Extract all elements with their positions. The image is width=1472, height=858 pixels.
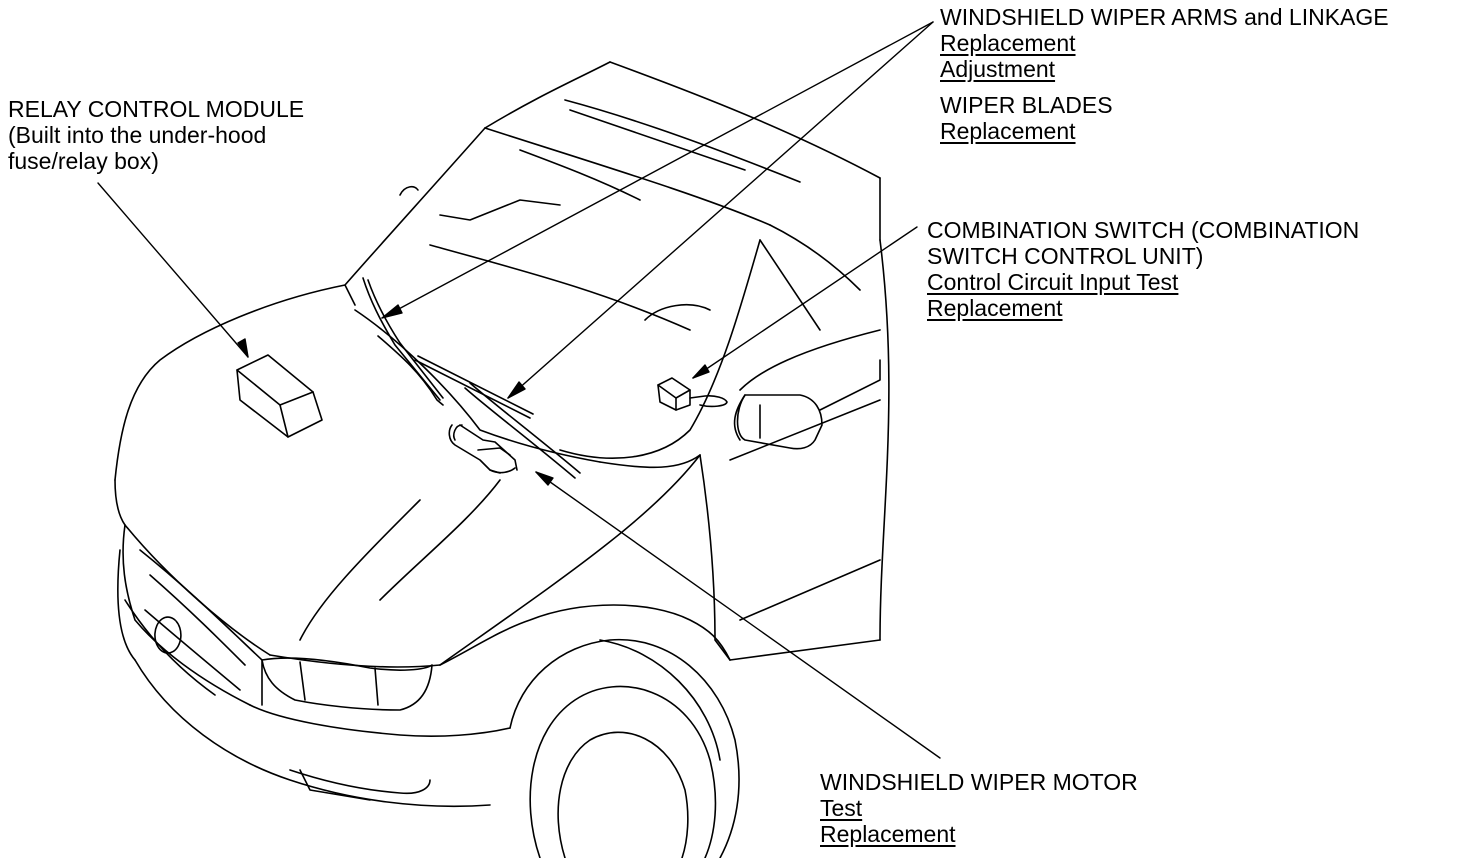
wiper-blades-title: WIPER BLADES [940, 92, 1113, 118]
leader-lines [97, 21, 941, 759]
callout-combination-switch: COMBINATION SWITCH (COMBINATION SWITCH C… [927, 217, 1359, 321]
callout-wiper-motor: WINDSHIELD WIPER MOTOR Test Replacement [820, 769, 1138, 847]
hood [114, 284, 701, 668]
relay-title-line-1: RELAY CONTROL MODULE [8, 96, 305, 122]
windshield [344, 127, 761, 459]
wiper-arms [362, 277, 581, 479]
wiper-arms-adjustment-link[interactable]: Adjustment [940, 56, 1056, 82]
callout-relay-control-module: RELAY CONTROL MODULE (Built into the und… [8, 96, 304, 174]
wiper-motor [448, 424, 518, 474]
combination-switch [657, 377, 728, 411]
wiper-motor-test-link[interactable]: Test [820, 795, 863, 821]
combination-switch-input-test-link[interactable]: Control Circuit Input Test [927, 269, 1179, 295]
combination-switch-replacement-link[interactable]: Replacement [927, 295, 1063, 321]
wiper-motor-title: WINDSHIELD WIPER MOTOR [820, 769, 1138, 795]
callout-wiper-blades: WIPER BLADES Replacement [940, 92, 1113, 144]
wiper-blades-replacement-link[interactable]: Replacement [940, 118, 1076, 144]
door-and-mirror [733, 239, 881, 450]
relay-title-line-3: fuse/relay box) [8, 148, 159, 174]
combination-switch-title-line-2: SWITCH CONTROL UNIT) [927, 243, 1204, 269]
wiper-arms-title: WINDSHIELD WIPER ARMS and LINKAGE [940, 4, 1389, 30]
combination-switch-title-line-1: COMBINATION SWITCH (COMBINATION [927, 217, 1360, 243]
wheel-and-fender [439, 239, 890, 858]
bumper [117, 549, 511, 808]
relay-box [236, 354, 323, 438]
relay-title-line-2: (Built into the under-hood [8, 122, 267, 148]
wiper-arms-replacement-link[interactable]: Replacement [940, 30, 1076, 56]
wiper-motor-replacement-link[interactable]: Replacement [820, 821, 956, 847]
headlight [261, 657, 433, 711]
cab-outline [484, 61, 881, 291]
callout-wiper-arms: WINDSHIELD WIPER ARMS and LINKAGE Replac… [940, 4, 1389, 82]
grille [122, 524, 263, 706]
